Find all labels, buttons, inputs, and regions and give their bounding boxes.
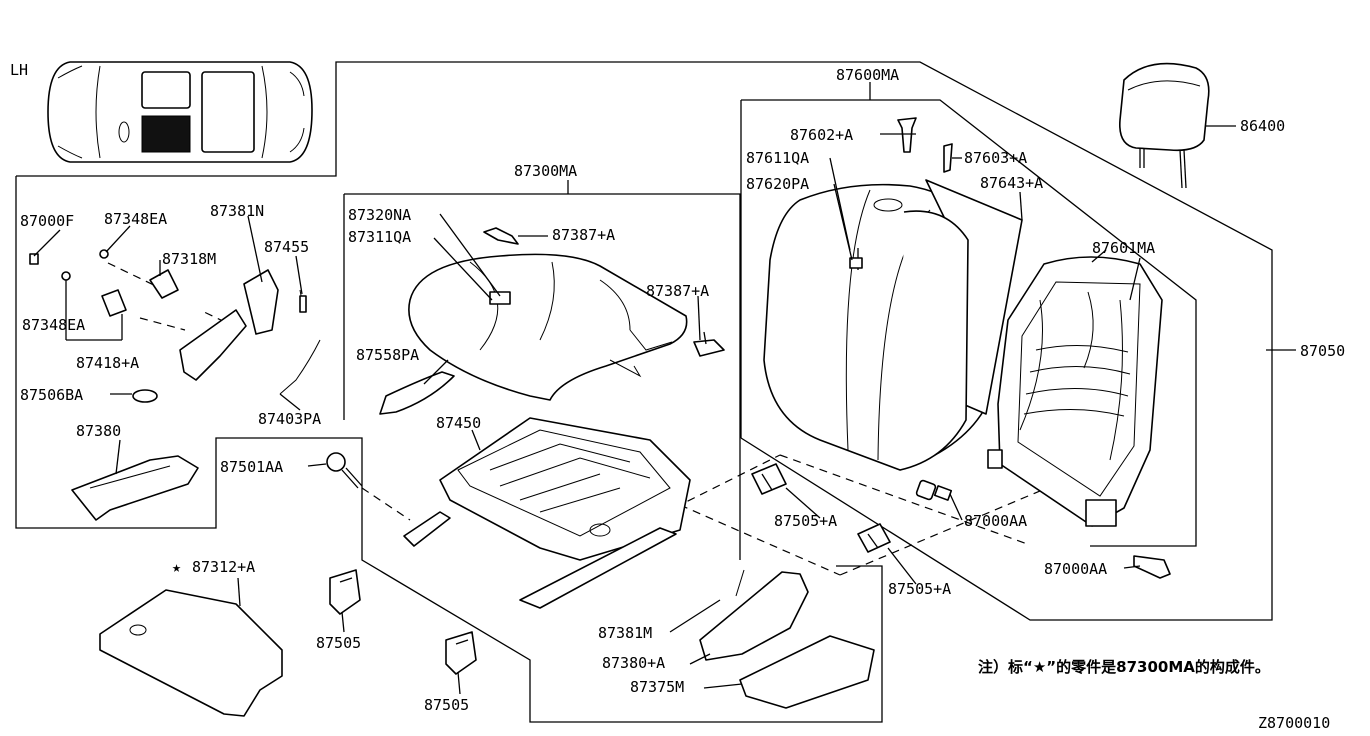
label-87387A-2: 87387+A xyxy=(646,282,709,300)
label-87620PA: 87620PA xyxy=(746,175,809,193)
footnote: 注）标“★”的零件是87300MA的构成件。 xyxy=(978,658,1270,676)
label-87375M: 87375M xyxy=(630,678,684,696)
clip-parts xyxy=(880,117,962,173)
cushion-pad xyxy=(408,253,688,401)
label-87600MA: 87600MA xyxy=(836,66,899,84)
label-87505-2: 87505 xyxy=(424,696,469,714)
label-87000F: 87000F xyxy=(20,212,74,230)
label-86400: 86400 xyxy=(1240,117,1285,135)
cushion-frame xyxy=(403,417,691,609)
label-87505A-1: 87505+A xyxy=(774,512,837,530)
label-87501AA: 87501AA xyxy=(220,458,283,476)
label-87000AA-1: 87000AA xyxy=(964,512,1027,530)
label-87418A: 87418+A xyxy=(76,354,139,372)
bolt-87501 xyxy=(326,452,411,521)
headrest-part xyxy=(1119,62,1236,189)
label-87318M: 87318M xyxy=(162,250,216,268)
label-87387A-1: 87387+A xyxy=(552,226,615,244)
leader-lines xyxy=(33,82,1296,569)
label-87312A: 87312+A xyxy=(192,558,255,576)
slide-parts xyxy=(29,249,321,521)
label-87320NA: 87320NA xyxy=(348,206,411,224)
label-87381M: 87381M xyxy=(598,624,652,642)
label-87455: 87455 xyxy=(264,238,309,256)
bolt-parts xyxy=(915,479,1171,579)
seatback-frame xyxy=(987,249,1163,527)
label-87558PA: 87558PA xyxy=(356,346,419,364)
label-87602A: 87602+A xyxy=(790,126,853,144)
label-87348EA-2: 87348EA xyxy=(22,316,85,334)
label-87450: 87450 xyxy=(436,414,481,432)
seatback-pad xyxy=(763,179,1023,471)
label-87643A: 87643+A xyxy=(980,174,1043,192)
diagram-code: Z8700010 xyxy=(1258,714,1330,732)
label-87050: 87050 xyxy=(1300,342,1345,360)
label-87000AA-2: 87000AA xyxy=(1044,560,1107,578)
wire-parts xyxy=(483,227,725,357)
undercover-part: ★ xyxy=(99,558,283,717)
label-87505-1: 87505 xyxy=(316,634,361,652)
label-87300MA: 87300MA xyxy=(514,162,577,180)
label-87381N: 87381N xyxy=(210,202,264,220)
car-location-icon: LH xyxy=(10,61,313,163)
label-87348EA-1: 87348EA xyxy=(104,210,167,228)
label-87380A: 87380+A xyxy=(602,654,665,672)
bracket-parts xyxy=(751,463,917,585)
trim-part xyxy=(379,371,455,415)
label-87380: 87380 xyxy=(76,422,121,440)
label-87611QA: 87611QA xyxy=(746,149,809,167)
label-87311QA: 87311QA xyxy=(348,228,411,246)
star-mark: ★ xyxy=(172,558,181,576)
label-87403PA: 87403PA xyxy=(258,410,321,428)
rail-cover-parts xyxy=(669,569,875,709)
side-label: LH xyxy=(10,61,28,79)
label-87506BA: 87506BA xyxy=(20,386,83,404)
label-87603A: 87603+A xyxy=(964,149,1027,167)
label-87505A-2: 87505+A xyxy=(888,580,951,598)
bracket-87505-parts xyxy=(329,569,477,695)
label-87601MA: 87601MA xyxy=(1092,239,1155,257)
part-labels: 87600MA 86400 87602+A 87603+A 87611QA 87… xyxy=(20,66,1345,714)
